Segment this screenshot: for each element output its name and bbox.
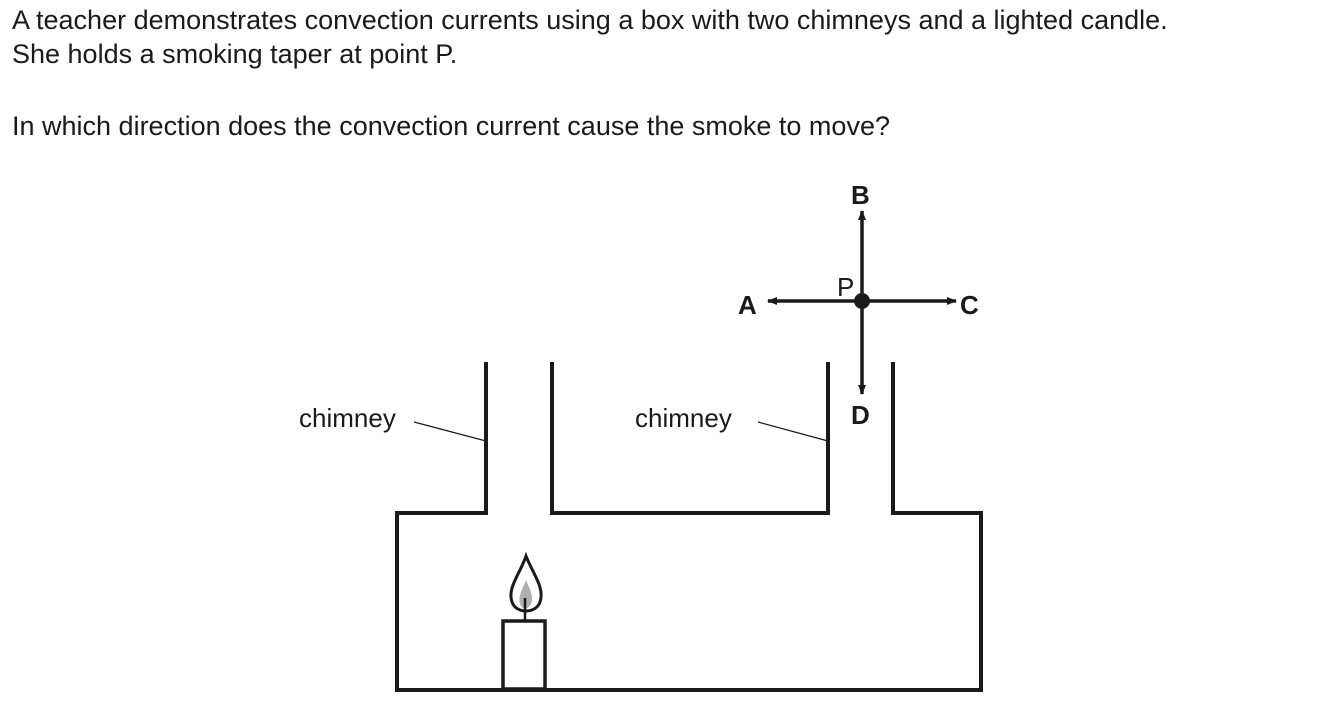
chimney-right-leader [757,421,829,442]
chimney-left-leader [413,421,487,442]
direction-a-label: A [738,290,757,320]
question-line-2: She holds a smoking taper at point P. [12,39,458,69]
chimney-left-label: chimney [299,403,396,433]
chimney-right-label: chimney [635,403,732,433]
point-p-label: P [837,272,854,302]
direction-b-label: B [851,180,870,210]
box-with-chimneys [395,362,983,692]
flame-inner [519,580,533,609]
direction-d-label: D [851,400,870,430]
question-text: A teacher demonstrates convection curren… [12,3,1168,143]
question-line-3: In which direction does the convection c… [12,111,890,141]
candle [501,619,547,691]
direction-c-label: C [960,290,979,320]
question-line-1: A teacher demonstrates convection curren… [12,5,1168,35]
point-p-dot [854,293,870,309]
